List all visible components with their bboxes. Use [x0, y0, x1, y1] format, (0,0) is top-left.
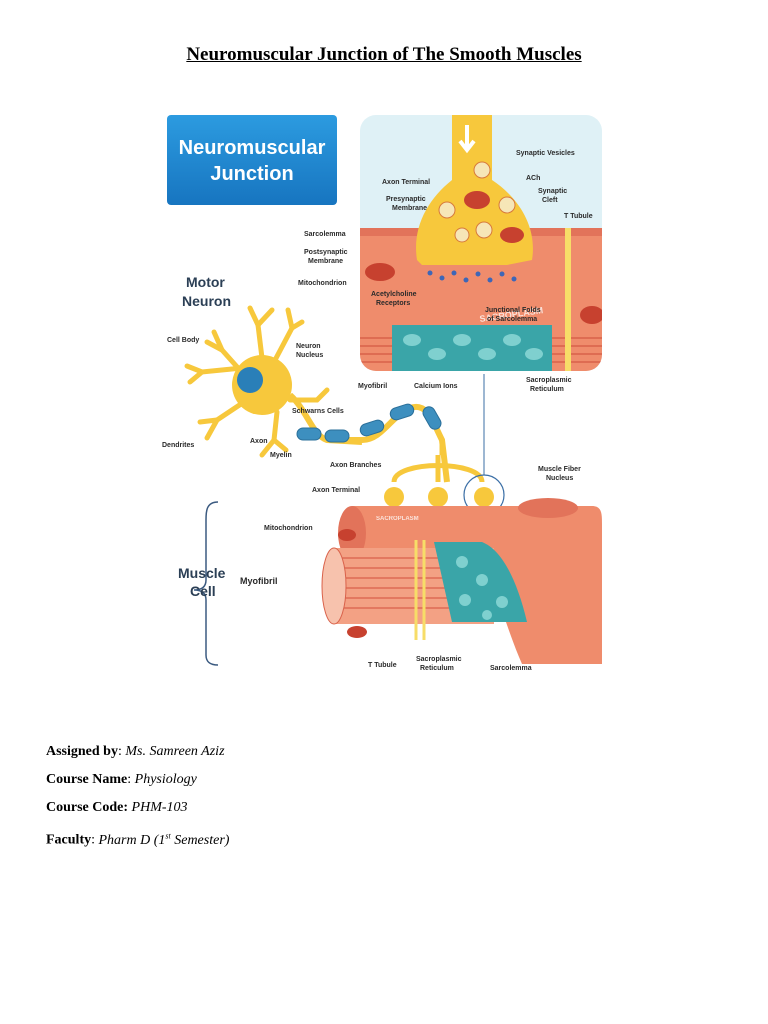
svg-text:Cell Body: Cell Body — [167, 337, 199, 344]
svg-text:of Sarcolemma: of Sarcolemma — [487, 316, 537, 323]
svg-text:ACh: ACh — [526, 175, 540, 182]
svg-text:Synaptic: Synaptic — [538, 188, 567, 195]
svg-text:Calcium Ions: Calcium Ions — [414, 383, 458, 390]
svg-text:Dendrites: Dendrites — [162, 442, 194, 449]
svg-text:T Tubule: T Tubule — [368, 662, 397, 669]
svg-text:Motor: Motor — [186, 274, 225, 290]
svg-text:Sacroplasmic: Sacroplasmic — [416, 656, 462, 663]
svg-text:Axon Terminal: Axon Terminal — [312, 487, 360, 494]
svg-text:Reticulum: Reticulum — [530, 386, 564, 393]
course-code-row: Course Code: PHM-103 — [46, 800, 188, 815]
svg-text:Myelin: Myelin — [270, 452, 292, 459]
synapse-inset: SACROPLASM Synaptic Vesicles Axon Termin… — [360, 115, 602, 371]
svg-text:Neuromuscular: Neuromuscular — [179, 137, 326, 159]
muscle-fiber: SACROPLASM — [321, 498, 602, 664]
svg-text:Schwarns Cells: Schwarns Cells — [292, 408, 344, 415]
svg-text:Membrane: Membrane — [392, 205, 427, 212]
svg-text:Myofibril: Myofibril — [358, 383, 387, 390]
svg-text:Cell: Cell — [190, 583, 216, 599]
svg-text:Axon Terminal: Axon Terminal — [382, 179, 430, 186]
neuromuscular-junction-figure: Neuromuscular Junction — [162, 110, 606, 680]
svg-text:Nucleus: Nucleus — [546, 475, 573, 482]
svg-text:Postsynaptic: Postsynaptic — [304, 249, 348, 256]
svg-text:Membrane: Membrane — [308, 258, 343, 265]
page-title: Neuromuscular Junction of The Smooth Mus… — [186, 44, 582, 65]
svg-text:Sarcolemma: Sarcolemma — [490, 665, 532, 672]
svg-text:Junction: Junction — [210, 163, 293, 185]
svg-text:Muscle Fiber: Muscle Fiber — [538, 466, 581, 473]
svg-text:Neuron: Neuron — [182, 293, 231, 309]
svg-text:Reticulum: Reticulum — [420, 665, 454, 672]
svg-text:Mitochondrion: Mitochondrion — [264, 525, 313, 532]
svg-text:Sarcolemma: Sarcolemma — [304, 231, 346, 238]
svg-text:Sacroplasmic: Sacroplasmic — [526, 377, 572, 384]
svg-text:Presynaptic: Presynaptic — [386, 196, 426, 203]
svg-text:Neuron: Neuron — [296, 343, 321, 350]
svg-text:Myofibril: Myofibril — [240, 576, 278, 586]
assignment-info: Assigned by: Ms. Samreen Aziz Course Nam… — [46, 738, 229, 855]
svg-text:Muscle: Muscle — [178, 565, 226, 581]
svg-text:Junctional Folds: Junctional Folds — [485, 307, 541, 314]
motor-neuron — [184, 305, 505, 516]
svg-text:Acetylcholine: Acetylcholine — [371, 291, 417, 298]
svg-text:Cleft: Cleft — [542, 197, 558, 204]
svg-text:SACROPLASM: SACROPLASM — [376, 516, 419, 522]
svg-text:Receptors: Receptors — [376, 300, 410, 307]
faculty-row: Faculty: Pharm D (1st Semester) — [46, 831, 230, 848]
svg-text:Mitochondrion: Mitochondrion — [298, 280, 347, 287]
course-name-row: Course Name: Physiology — [46, 772, 197, 787]
title-banner: Neuromuscular Junction — [167, 115, 337, 205]
assigned-by-row: Assigned by: Ms. Samreen Aziz — [46, 744, 225, 759]
svg-text:Axon: Axon — [250, 438, 268, 445]
svg-text:Axon Branches: Axon Branches — [330, 462, 381, 469]
svg-text:Synaptic Vesicles: Synaptic Vesicles — [516, 150, 575, 157]
svg-text:T Tubule: T Tubule — [564, 213, 593, 220]
svg-text:Nucleus: Nucleus — [296, 352, 323, 359]
